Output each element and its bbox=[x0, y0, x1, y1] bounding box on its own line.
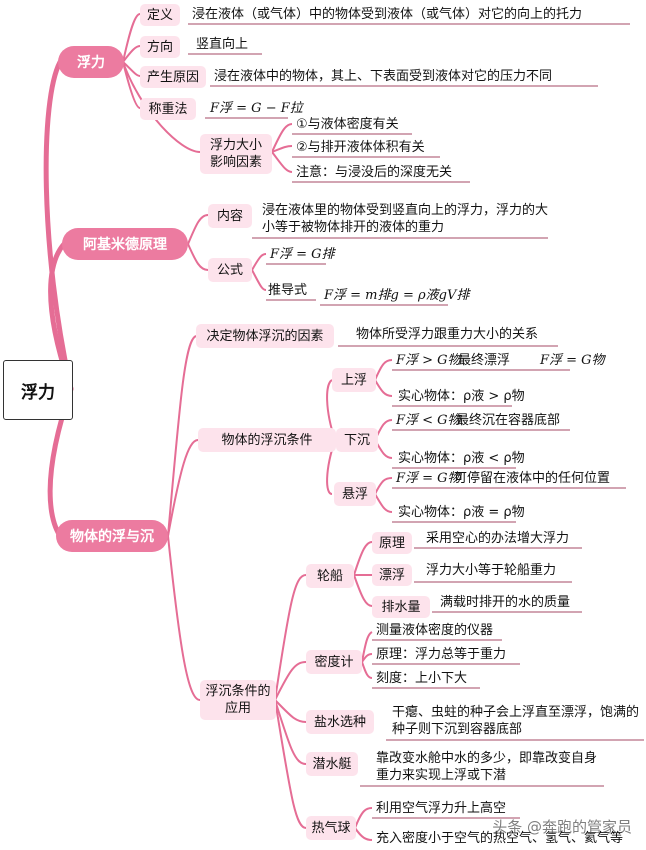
rise-condition: F浮 > G物 bbox=[396, 353, 461, 368]
factor-2: ②与排开液体体积有关 bbox=[296, 140, 425, 155]
node-ship-principle[interactable]: 原理 bbox=[372, 532, 412, 554]
node-float-sink[interactable]: 物体的浮与沉 bbox=[56, 520, 168, 552]
sink-condition: F浮 < G物 bbox=[396, 413, 461, 428]
balloon-2: 充入密度小于空气的热空气、氢气、氦气等 bbox=[376, 831, 624, 846]
node-archimedes[interactable]: 阿基米德原理 bbox=[62, 228, 188, 260]
definition-text: 浸在液体（或气体）中的物体受到液体（或气体）对它的向上的托力 bbox=[192, 7, 583, 22]
root-node[interactable]: 浮力 bbox=[3, 360, 73, 420]
node-hydrometer[interactable]: 密度计 bbox=[306, 650, 362, 674]
sink-result: 最终沉在容器底部 bbox=[456, 413, 561, 428]
hydrometer-3: 刻度：上小下大 bbox=[376, 671, 468, 686]
factor-1: ①与液体密度有关 bbox=[296, 117, 399, 132]
node-buoyancy[interactable]: 浮力 bbox=[58, 46, 124, 78]
node-sink[interactable]: 下沉 bbox=[336, 428, 378, 452]
watermark: 头条 @奔跑的管家员 bbox=[492, 818, 632, 836]
rise-result: 最终漂浮 bbox=[458, 353, 511, 368]
node-ship[interactable]: 轮船 bbox=[306, 564, 354, 588]
node-displacement[interactable]: 排水量 bbox=[372, 596, 430, 618]
node-rise[interactable]: 上浮 bbox=[332, 368, 376, 392]
deciding-factor-text: 物体所受浮力跟重力大小的关系 bbox=[356, 327, 539, 342]
suspend-condition: F浮 = G物 bbox=[396, 471, 461, 486]
node-deciding-factor[interactable]: 决定物体浮沉的因素 bbox=[196, 324, 334, 348]
node-hot-air-balloon[interactable]: 热气球 bbox=[306, 816, 356, 840]
hydrometer-1: 测量液体密度的仪器 bbox=[376, 623, 494, 638]
suspend-solid: 实心物体：ρ液 = ρ物 bbox=[398, 505, 525, 520]
rise-result-formula: F浮 = G物 bbox=[540, 353, 605, 368]
node-formula[interactable]: 公式 bbox=[208, 258, 252, 282]
displacement-text: 满载时排开的水的质量 bbox=[440, 595, 571, 610]
balloon-1: 利用空气浮力升上高空 bbox=[376, 801, 507, 816]
direction-text: 竖直向上 bbox=[196, 37, 249, 52]
node-weighing-method[interactable]: 称重法 bbox=[140, 98, 196, 120]
node-seed-selection[interactable]: 盐水选种 bbox=[306, 710, 374, 734]
cause-text: 浸在液体中的物体，其上、下表面受到液体对它的压力不同 bbox=[214, 69, 553, 84]
suspend-result: 可停留在液体中的任何位置 bbox=[454, 471, 611, 486]
seed-selection-text: 干瘪、虫蛀的种子会上浮直至漂浮，饱满的种子则下沉到容器底部 bbox=[392, 705, 640, 737]
node-cause[interactable]: 产生原因 bbox=[140, 66, 206, 88]
weighing-formula: F浮 = G − F拉 bbox=[210, 101, 303, 116]
sink-solid: 实心物体：ρ液 < ρ物 bbox=[398, 451, 525, 466]
node-conditions[interactable]: 物体的浮沉条件 bbox=[198, 428, 336, 452]
node-definition[interactable]: 定义 bbox=[140, 4, 180, 26]
formula-1: F浮 = G排 bbox=[270, 247, 335, 262]
rise-solid: 实心物体：ρ液 > ρ物 bbox=[398, 389, 525, 404]
node-factors[interactable]: 浮力大小影响因素 bbox=[200, 134, 272, 174]
node-suspend[interactable]: 悬浮 bbox=[334, 482, 376, 506]
ship-principle-text: 采用空心的办法增大浮力 bbox=[426, 531, 570, 546]
submarine-text: 靠改变水舱中水的多少，即靠改变自身重力来实现上浮或下潜 bbox=[376, 751, 598, 783]
derive-formula: F浮 = m排g = ρ液gV排 bbox=[324, 288, 470, 303]
ship-floating-text: 浮力大小等于轮船重力 bbox=[426, 563, 557, 578]
node-applications[interactable]: 浮沉条件的应用 bbox=[200, 680, 276, 720]
content-text: 浸在液体里的物体受到竖直向上的浮力，浮力的大小等于被物体排开的液体的重力 bbox=[262, 203, 549, 235]
factor-3: 注意：与浸没后的深度无关 bbox=[296, 165, 453, 180]
node-content[interactable]: 内容 bbox=[208, 204, 252, 228]
node-ship-floating[interactable]: 漂浮 bbox=[372, 564, 412, 586]
node-submarine[interactable]: 潜水艇 bbox=[306, 752, 358, 776]
derive-label: 推导式 bbox=[268, 283, 308, 298]
node-direction[interactable]: 方向 bbox=[140, 36, 180, 58]
hydrometer-2: 原理：浮力总等于重力 bbox=[376, 647, 507, 662]
